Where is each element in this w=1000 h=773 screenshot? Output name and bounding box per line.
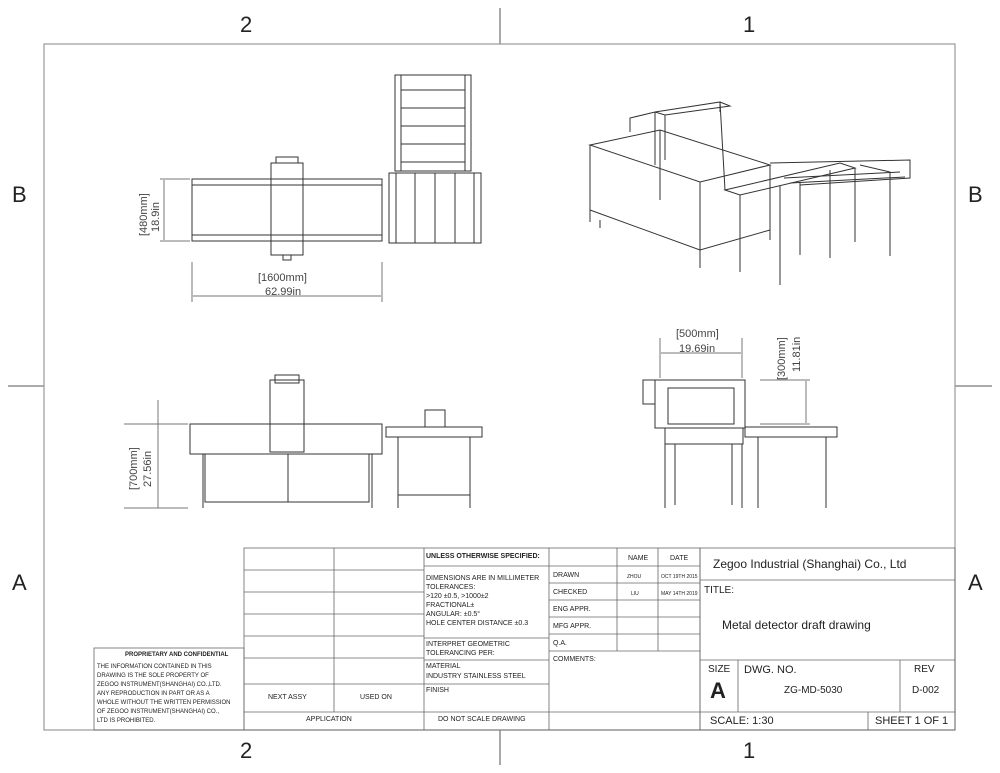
- drawn-label: DRAWN: [553, 572, 580, 579]
- tolerance-line: ANGULAR: ±0.5°: [426, 611, 481, 618]
- next-assy-label: NEXT ASSY: [268, 694, 307, 701]
- zone-top-right: 1: [743, 12, 756, 37]
- size-value: A: [710, 678, 726, 703]
- unless-specified: UNLESS OTHERWISE SPECIFIED:: [426, 553, 540, 560]
- checked-label: CHECKED: [553, 589, 588, 596]
- dim-top-height-mm: [480mm]: [138, 193, 150, 236]
- tolerance-line: TOLERANCES:: [426, 584, 476, 591]
- side-view: [642, 338, 838, 508]
- do-not-scale: DO NOT SCALE DRAWING: [438, 716, 526, 723]
- drawn-name: ZHOU: [627, 574, 642, 580]
- proprietary-line: OF ZEGOO INSTRUMENT(SHANGHAI) CO.,: [97, 709, 220, 715]
- drawn-date: OCT 19TH 2015: [661, 574, 698, 580]
- dwg-no-label: DWG. NO.: [744, 664, 797, 676]
- proprietary-line: LTD IS PROHIBITED.: [97, 718, 156, 724]
- sheet-label: SHEET 1 OF 1: [875, 715, 949, 727]
- checked-name: LIU: [631, 591, 639, 597]
- zone-right-top: B: [968, 182, 983, 207]
- zone-bottom-left: 2: [240, 738, 253, 763]
- dim-iso-height-mm: [300mm]: [776, 337, 788, 380]
- material-value: INDUSTRY STAINLESS STEEL: [426, 673, 526, 680]
- tolerance-line: >120 ±0.5, >1000±2: [426, 593, 489, 600]
- drawing-title: Metal detector draft drawing: [722, 618, 871, 632]
- checked-date: MAY 14TH 2019: [661, 591, 698, 597]
- isometric-view: [588, 101, 911, 285]
- dim-iso-height-in: 11.81in: [791, 336, 803, 372]
- top-view: [160, 74, 482, 302]
- proprietary-line: THE INFORMATION CONTAINED IN THIS: [97, 664, 212, 670]
- rev-value: D-002: [912, 685, 940, 696]
- tolerance-line: FRACTIONAL±: [426, 602, 475, 609]
- company-name: Zegoo Industrial (Shanghai) Co., Ltd: [713, 557, 907, 571]
- front-view: [124, 374, 483, 509]
- date-header: DATE: [670, 555, 689, 562]
- name-header: NAME: [628, 555, 649, 562]
- proprietary-line: ANY REPRODUCTION IN PART OR AS A: [97, 691, 210, 697]
- dim-iso-width-mm: [500mm]: [676, 328, 719, 340]
- proprietary-title: PROPRIETARY AND CONFIDENTIAL: [125, 652, 229, 658]
- zone-top-left: 2: [240, 12, 253, 37]
- dim-front-height-mm: [700mm]: [128, 447, 140, 490]
- proprietary-line: ZEGOO INSTRUMENT(SHANGHAI) CO.,LTD.: [97, 682, 222, 688]
- scale-label: SCALE: 1:30: [710, 715, 774, 727]
- mfg-appr-label: MFG APPR.: [553, 623, 592, 630]
- finish-label: FINISH: [426, 687, 449, 694]
- dim-top-width-mm: [1600mm]: [258, 272, 307, 284]
- tolerance-line: HOLE CENTER DISTANCE ±0.3: [426, 620, 529, 627]
- interpret-label: INTERPRET GEOMETRIC: [426, 641, 510, 648]
- title-block-grid: [93, 547, 956, 731]
- qa-label: Q.A.: [553, 640, 568, 647]
- eng-appr-label: ENG APPR.: [553, 606, 591, 613]
- rev-label: REV: [914, 664, 935, 675]
- dim-iso-width-in: 19.69in: [679, 343, 716, 355]
- used-on-label: USED ON: [360, 694, 392, 701]
- tolerance-line: DIMENSIONS ARE IN MILLIMETER: [426, 575, 540, 582]
- dim-top-width-in: 62.99in: [265, 286, 302, 298]
- title-label: TITLE:: [704, 585, 735, 596]
- tolerancing-label: TOLERANCING PER:: [426, 650, 495, 657]
- comments-label: COMMENTS:: [553, 656, 596, 663]
- zone-bottom-right: 1: [743, 738, 756, 763]
- dim-front-height-in: 27.56in: [142, 450, 154, 487]
- size-label: SIZE: [708, 664, 731, 675]
- zone-right-bottom: A: [968, 570, 983, 595]
- dwg-no-value: ZG-MD-5030: [784, 685, 843, 696]
- proprietary-line: WHOLE WITHOUT THE WRITTEN PERMISSION: [97, 700, 231, 706]
- zone-left-bottom: A: [12, 570, 27, 595]
- proprietary-line: DRAWING IS THE SOLE PROPERTY OF: [97, 673, 209, 679]
- zone-left-top: B: [12, 182, 27, 207]
- material-label: MATERIAL: [426, 663, 461, 670]
- application-label: APPLICATION: [306, 716, 352, 723]
- dim-top-height-in: 18.9in: [150, 202, 162, 232]
